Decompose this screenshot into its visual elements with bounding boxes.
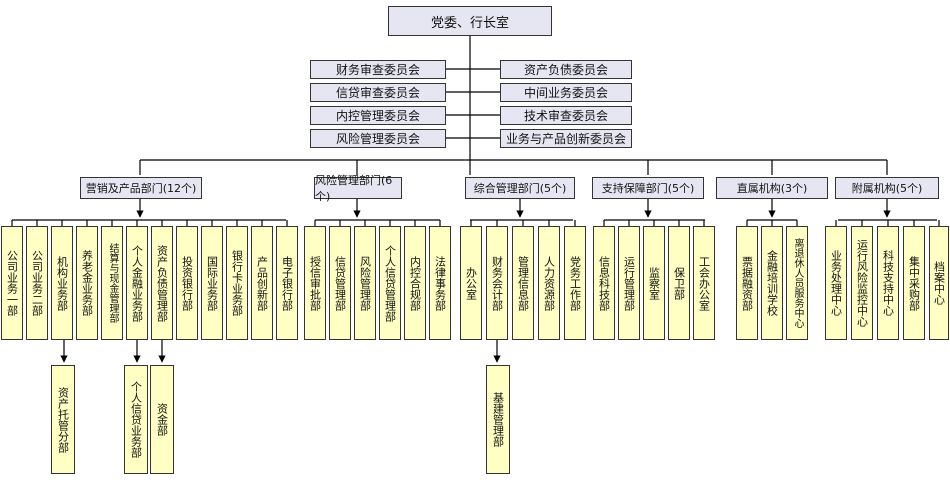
unit-finance-training-school: 金融培训学校 xyxy=(761,226,783,340)
committee-intermediary-business: 中间业务委员会 xyxy=(500,83,632,102)
unit-business-processing-center: 业务处理中心 xyxy=(825,226,847,340)
unit-investment-banking: 投资银行部 xyxy=(176,226,198,340)
unit-centralized-procurement: 集中采购部 xyxy=(903,226,925,340)
category-marketing-products: 营销及产品部门(12个) xyxy=(80,177,202,199)
unit-operations-management: 运行管理部 xyxy=(618,226,640,340)
unit-risk-management: 风险管理部 xyxy=(354,226,376,340)
unit-party-affairs: 党务工作部 xyxy=(564,226,586,340)
unit-product-innovation: 产品创新部 xyxy=(251,226,273,340)
unit-technology-support-center: 科技支持中心 xyxy=(877,226,899,340)
unit-international-business: 国际业务部 xyxy=(201,226,223,340)
committee-credit-review: 信贷审查委员会 xyxy=(310,83,446,102)
unit-retiree-service-center: 离退休人员服务中心 xyxy=(786,226,808,340)
unit-corporate-business-2: 公司业务二部 xyxy=(26,226,48,340)
subunit-asset-custody-branch: 资产托管分部 xyxy=(51,365,75,474)
committee-finance-review: 财务审查委员会 xyxy=(310,60,446,79)
committee-technology-review: 技术审查委员会 xyxy=(500,106,632,125)
unit-credit-approval: 授信审批部 xyxy=(304,226,326,340)
category-general-management: 综合管理部门(5个) xyxy=(465,177,575,199)
unit-internal-control-compliance: 内控合规部 xyxy=(404,226,426,340)
unit-general-office: 办公室 xyxy=(460,226,482,340)
unit-archive-center: 档案中心 xyxy=(929,226,949,340)
unit-union-office: 工会办公室 xyxy=(693,226,715,340)
category-affiliated-institutions: 附属机构(5个) xyxy=(835,177,939,199)
unit-personal-credit-management: 个人信贷管理部 xyxy=(379,226,401,340)
category-direct-institutions: 直属机构(3个) xyxy=(716,177,828,199)
unit-bank-card: 银行卡业务部 xyxy=(226,226,248,340)
unit-information-technology: 信息科技部 xyxy=(593,226,615,340)
subunit-personal-credit-business: 个人信贷业务部 xyxy=(124,365,148,474)
unit-asset-liability-management: 资产负债管理部 xyxy=(151,226,173,340)
committee-asset-liability: 资产负债委员会 xyxy=(500,60,632,79)
committee-business-product-innovation: 业务与产品创新委员会 xyxy=(500,129,632,148)
unit-pension-business: 养老金业务部 xyxy=(76,226,98,340)
unit-supervision: 监察室 xyxy=(643,226,665,340)
subunit-treasury: 资金部 xyxy=(150,365,174,474)
category-support: 支持保障部门(5个) xyxy=(592,177,704,199)
unit-human-resources: 人力资源部 xyxy=(538,226,560,340)
unit-management-information: 管理信息部 xyxy=(512,226,534,340)
unit-bill-financing: 票据融资部 xyxy=(736,226,758,340)
unit-legal-affairs: 法律事务部 xyxy=(429,226,451,340)
subunit-infrastructure-management: 基建管理部 xyxy=(486,365,510,474)
unit-security: 保卫部 xyxy=(668,226,690,340)
committee-internal-control: 内控管理委员会 xyxy=(310,106,446,125)
committee-risk-management: 风险管理委员会 xyxy=(310,129,446,148)
category-risk-management: 风险管理部门(6个) xyxy=(314,174,402,203)
unit-settlement-cash-management: 结算与现金管理部 xyxy=(101,226,123,340)
unit-credit-management: 信贷管理部 xyxy=(329,226,351,340)
unit-corporate-business-1: 公司业务一部 xyxy=(1,226,23,340)
unit-operational-risk-monitoring: 运行风险监控中心 xyxy=(851,226,873,340)
unit-e-banking: 电子银行部 xyxy=(276,226,298,340)
party-committee-president-office: 党委、行长室 xyxy=(388,6,552,36)
unit-institutional-business: 机构业务部 xyxy=(51,226,73,340)
unit-finance-accounting: 财务会计部 xyxy=(486,226,508,340)
unit-personal-finance: 个人金融业务部 xyxy=(126,226,148,340)
